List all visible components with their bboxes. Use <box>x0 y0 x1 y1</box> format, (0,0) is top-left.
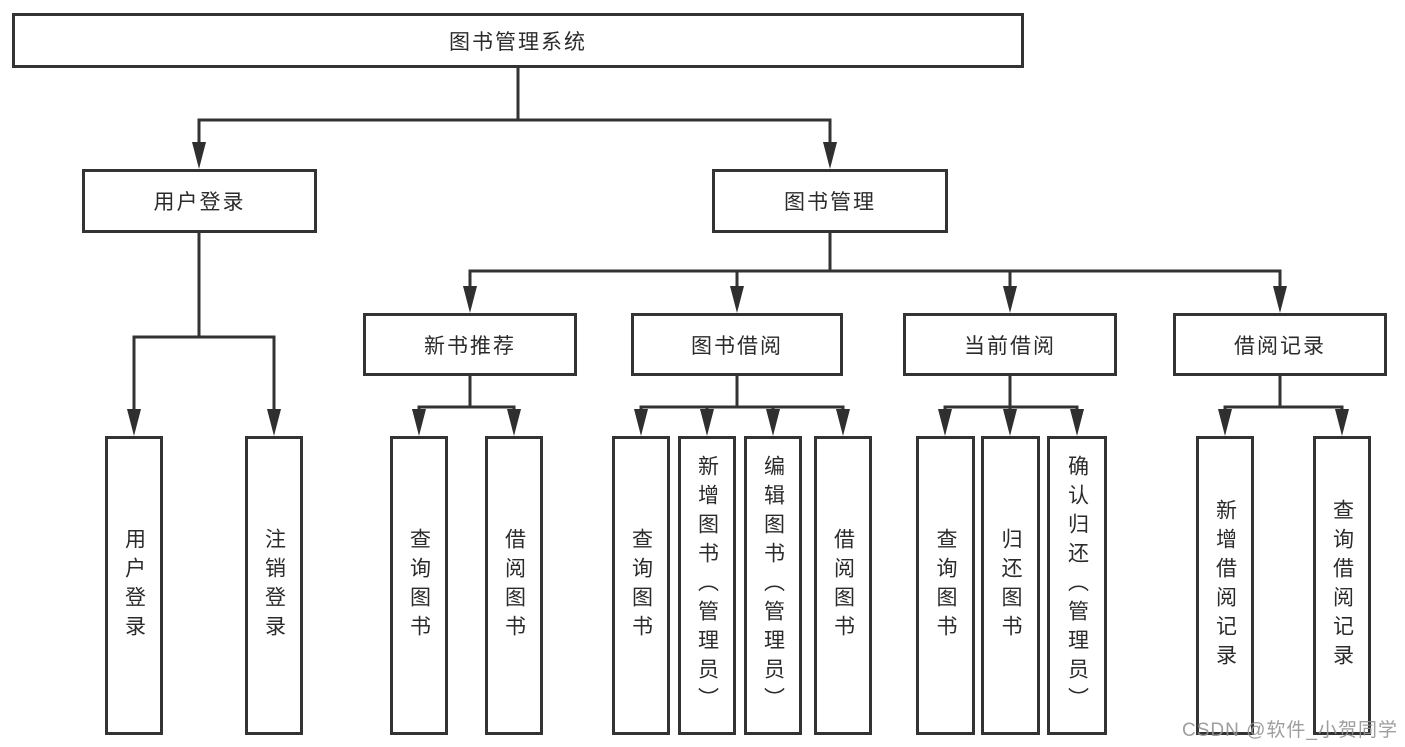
leaf-add-books-admin: 新增图书（管理员） <box>678 436 736 735</box>
leaf-query-borrow-record-label: 查询借阅记录 <box>1330 498 1354 673</box>
leaf-borrow-books: 借阅图书 <box>814 436 872 735</box>
leaf-add-borrow-record: 新增借阅记录 <box>1196 436 1254 735</box>
leaf-borrow-books-label: 借阅图书 <box>831 527 855 644</box>
leaf-recommend-query-books-label: 查询图书 <box>407 527 431 644</box>
leaf-recommend-borrow-books-label: 借阅图书 <box>502 527 526 644</box>
leaf-current-query-books: 查询图书 <box>916 436 975 735</box>
leaf-edit-books-admin-label: 编辑图书（管理员） <box>761 455 785 716</box>
node-borrow-records-label: 借阅记录 <box>1234 334 1326 358</box>
leaf-query-borrow-record: 查询借阅记录 <box>1313 436 1371 735</box>
watermark: CSDN @软件_小贺同学 <box>1182 720 1398 741</box>
node-root-label: 图书管理系统 <box>449 30 587 54</box>
leaf-confirm-return-admin: 确认归还（管理员） <box>1047 436 1107 735</box>
leaf-borrow-query-books: 查询图书 <box>612 436 670 735</box>
leaf-confirm-return-admin-label: 确认归还（管理员） <box>1065 455 1089 716</box>
node-book-management-label: 图书管理 <box>784 191 876 214</box>
leaf-logout-label: 注销登录 <box>262 527 286 644</box>
leaf-return-books-label: 归还图书 <box>999 527 1022 644</box>
node-book-borrow: 图书借阅 <box>631 313 843 376</box>
node-book-management: 图书管理 <box>712 169 948 233</box>
node-root: 图书管理系统 <box>12 13 1024 68</box>
node-new-book-recommend: 新书推荐 <box>363 313 577 376</box>
leaf-return-books: 归还图书 <box>981 436 1040 735</box>
node-user-login-label: 用户登录 <box>153 191 246 214</box>
leaf-edit-books-admin: 编辑图书（管理员） <box>744 436 802 735</box>
leaf-user-login: 用户登录 <box>105 436 163 735</box>
node-current-borrow: 当前借阅 <box>903 313 1117 376</box>
leaf-add-borrow-record-label: 新增借阅记录 <box>1213 498 1237 673</box>
leaf-add-books-admin-label: 新增图书（管理员） <box>695 455 719 716</box>
leaf-logout: 注销登录 <box>245 436 303 735</box>
leaf-user-login-label: 用户登录 <box>122 527 146 644</box>
leaf-current-query-books-label: 查询图书 <box>934 527 957 644</box>
node-new-book-recommend-label: 新书推荐 <box>424 334 516 358</box>
node-book-borrow-label: 图书借阅 <box>691 334 783 358</box>
node-borrow-records: 借阅记录 <box>1173 313 1387 376</box>
node-user-login: 用户登录 <box>82 169 317 233</box>
node-current-borrow-label: 当前借阅 <box>964 334 1056 358</box>
leaf-borrow-query-books-label: 查询图书 <box>629 527 653 644</box>
leaf-recommend-borrow-books: 借阅图书 <box>485 436 543 735</box>
leaf-recommend-query-books: 查询图书 <box>390 436 448 735</box>
